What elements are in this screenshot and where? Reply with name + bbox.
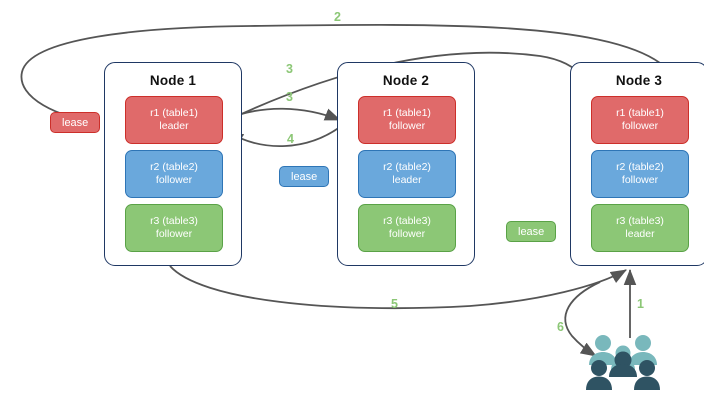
node-title-1: Node 1 — [149, 73, 197, 88]
replica-node2-r1[interactable]: r1 (table1) follower — [358, 96, 456, 144]
step-label-3-a: 3 — [286, 62, 293, 76]
arrow-step-4 — [227, 123, 345, 147]
replica-name: r1 (table1) — [150, 107, 198, 119]
replica-role: follower — [621, 120, 659, 132]
replica-name: r2 (table2) — [616, 161, 664, 173]
node-container-1[interactable]: Node 1 r1 (table1) leader r2 (table2) fo… — [104, 62, 242, 266]
step-label-3-b: 3 — [286, 90, 293, 104]
replica-node3-r1[interactable]: r1 (table1) follower — [591, 96, 689, 144]
replica-node2-r3[interactable]: r3 (table3) follower — [358, 204, 456, 252]
replica-role: leader — [159, 120, 189, 132]
step-label-5: 5 — [391, 297, 398, 311]
replica-role: follower — [155, 174, 193, 186]
arrow-step-5 — [169, 265, 627, 310]
users-group-icon — [586, 335, 660, 390]
replica-role: leader — [625, 228, 655, 240]
replica-name: r1 (table1) — [383, 107, 431, 119]
replica-name: r2 (table2) — [150, 161, 198, 173]
replica-name: r3 (table3) — [616, 215, 664, 227]
step-label-4: 4 — [287, 132, 294, 146]
replica-role: follower — [155, 228, 193, 240]
replica-node1-r3[interactable]: r3 (table3) follower — [125, 204, 223, 252]
replica-node2-r2[interactable]: r2 (table2) leader — [358, 150, 456, 198]
lease-badge-green[interactable]: lease — [506, 221, 557, 242]
step-label-1: 1 — [637, 297, 644, 311]
replica-role: follower — [388, 228, 426, 240]
step-label-2: 2 — [334, 10, 341, 24]
replica-name: r3 (table3) — [383, 215, 431, 227]
replica-node1-r1[interactable]: r1 (table1) leader — [125, 96, 223, 144]
replica-role: follower — [388, 120, 426, 132]
arrow-step-2 — [20, 23, 661, 127]
step-label-6: 6 — [557, 320, 564, 334]
lease-badge-blue[interactable]: lease — [279, 166, 330, 187]
replica-role: leader — [392, 174, 422, 186]
replica-role: follower — [621, 174, 659, 186]
replica-name: r2 (table2) — [383, 161, 431, 173]
node-title-2: Node 2 — [382, 73, 430, 88]
replica-name: r1 (table1) — [616, 107, 664, 119]
node-container-3[interactable]: Node 3 r1 (table1) follower r2 (table2) … — [570, 62, 704, 266]
replica-node1-r2[interactable]: r2 (table2) follower — [125, 150, 223, 198]
replica-node3-r3[interactable]: r3 (table3) leader — [591, 204, 689, 252]
node-container-2[interactable]: Node 2 r1 (table1) follower r2 (table2) … — [337, 62, 475, 266]
lease-badge-red[interactable]: lease — [50, 112, 101, 133]
node-title-3: Node 3 — [615, 73, 663, 88]
arrow-step-6 — [564, 281, 601, 357]
replica-node3-r2[interactable]: r2 (table2) follower — [591, 150, 689, 198]
replica-name: r3 (table3) — [150, 215, 198, 227]
